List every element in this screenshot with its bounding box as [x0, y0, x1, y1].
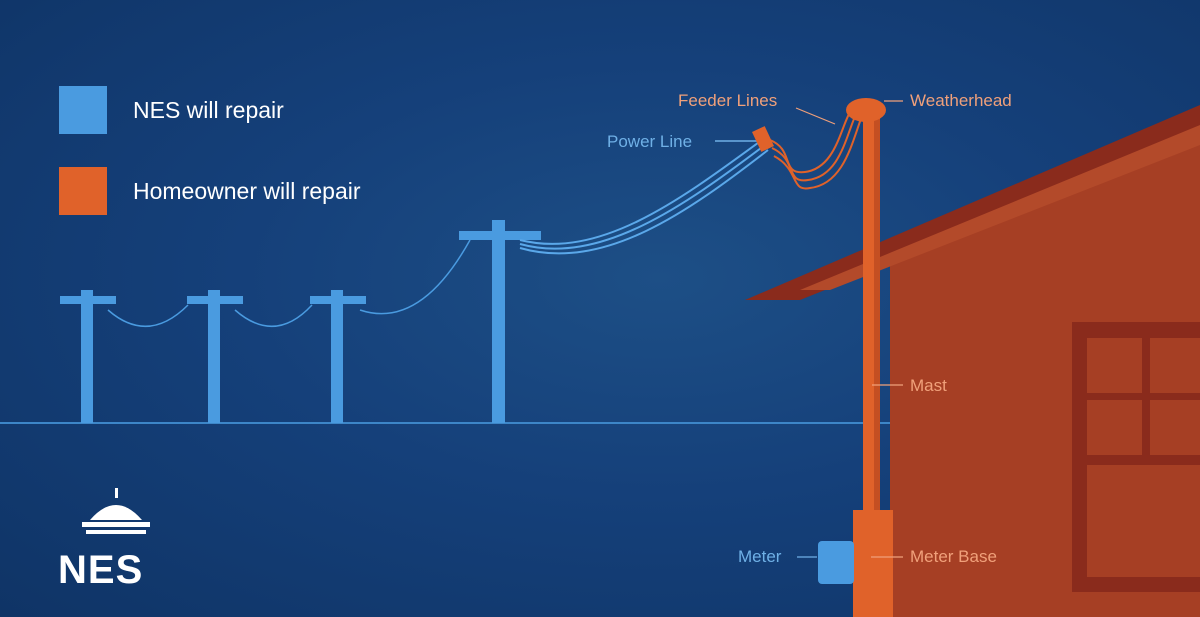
nes-logo-dome — [82, 488, 150, 534]
legend-swatch-homeowner — [59, 167, 107, 215]
label-meter-base: Meter Base — [910, 547, 997, 566]
label-power-line: Power Line — [607, 132, 693, 151]
feeder-lines — [769, 111, 863, 190]
house — [745, 105, 1200, 617]
meter — [818, 541, 854, 584]
power-line — [519, 139, 769, 255]
label-meter: Meter — [738, 547, 782, 566]
legend-swatch-nes — [59, 86, 107, 134]
feeder-lines-leader — [795, 107, 836, 125]
label-feeder-lines: Feeder Lines — [678, 91, 778, 110]
mast-shadow — [874, 112, 880, 512]
legend-label-homeowner: Homeowner will repair — [133, 178, 361, 204]
utility-poles — [60, 220, 541, 423]
nes-logo-text: NES — [58, 548, 144, 592]
label-weatherhead: Weatherhead — [910, 91, 1012, 110]
legend-label-nes: NES will repair — [133, 97, 284, 123]
weatherhead — [846, 98, 886, 122]
meter-base — [853, 510, 893, 617]
label-mast: Mast — [910, 376, 947, 395]
connector — [752, 126, 774, 152]
pole-wires — [107, 239, 471, 327]
